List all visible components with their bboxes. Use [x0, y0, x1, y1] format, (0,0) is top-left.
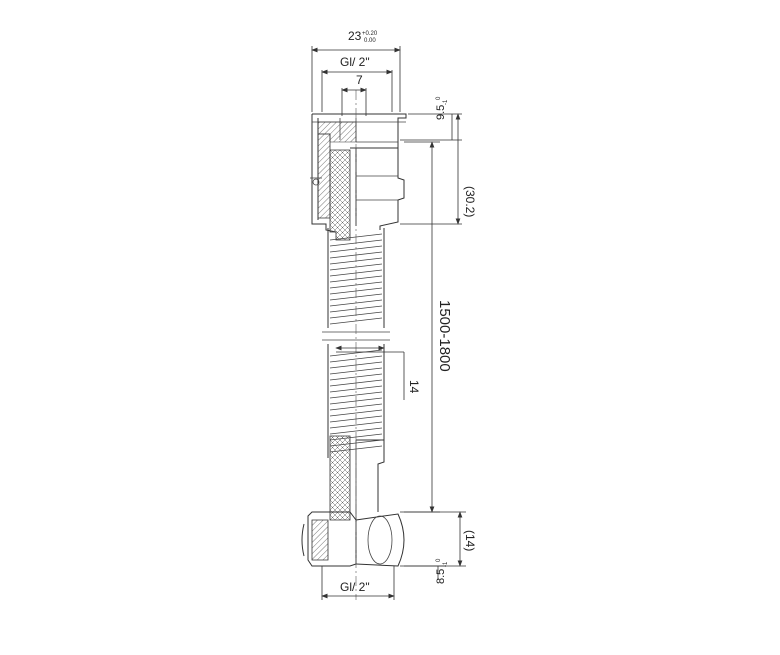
dim-bottom-length-value: (14) — [463, 530, 477, 551]
dim-top-depth-tol-upper: 0 — [436, 96, 442, 100]
dim-top-thread: Gl/ 2" — [321, 55, 393, 112]
dim-top-length: (30.2) — [400, 113, 477, 225]
dim-hose-diameter: 14 — [335, 345, 421, 400]
bottom-fitting — [301, 435, 405, 567]
dim-top-depth: 9.5 0 -1 — [400, 96, 462, 141]
dim-bottom-length: (14) — [400, 511, 477, 567]
dim-hose-length: 1500-1800 — [404, 141, 453, 513]
dim-top-thread-label: Gl/ 2" — [340, 55, 370, 69]
dim-top-offset-value: 7 — [356, 73, 363, 87]
dim-top-offset: 7 — [341, 73, 367, 116]
dim-top-width: 23 +0.20 0.00 — [311, 29, 401, 112]
dim-top-width-tol-lower: 0.00 — [364, 38, 376, 44]
dim-bottom-thread: Gl/ 2" — [321, 566, 395, 600]
dim-bottom-depth-tol-upper: 0 — [436, 558, 442, 562]
dim-bottom-depth-tol-lower: -1 — [443, 561, 449, 567]
top-nut — [310, 113, 407, 241]
dim-top-length-value: (30.2) — [463, 186, 477, 217]
dim-hose-length-value: 1500-1800 — [436, 300, 453, 372]
dim-top-width-value: 23 — [348, 29, 362, 43]
dim-bottom-depth: 8.5 0 -1 — [404, 558, 449, 584]
dim-top-width-tol-upper: +0.20 — [362, 31, 378, 37]
dim-top-depth-value: 9.5 — [435, 105, 447, 120]
dim-top-depth-tol-lower: -1 — [443, 99, 449, 105]
dim-hose-diameter-value: 14 — [407, 380, 421, 394]
dim-bottom-depth-value: 8.5 — [435, 569, 447, 584]
dim-bottom-thread-label: Gl/ 2" — [340, 580, 370, 594]
